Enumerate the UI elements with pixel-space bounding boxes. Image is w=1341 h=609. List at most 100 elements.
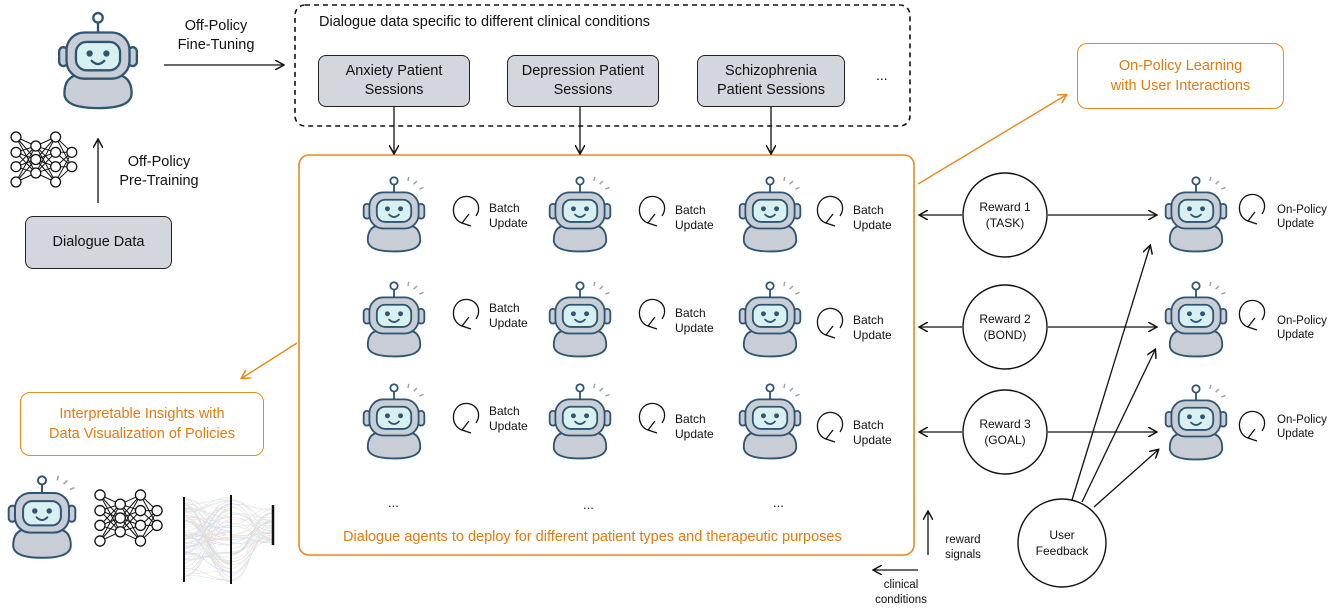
label-line: Update [675,427,714,441]
insight-robot-icon [9,476,76,558]
label-line: Reward 1 [979,199,1031,214]
label-line: Reward 2 [979,311,1031,326]
policy-flow-line [183,553,232,561]
label-line: Batch [675,203,706,217]
label-line: (TASK) [985,216,1025,230]
label-line: clinical [883,579,919,591]
label-line: Update [675,218,714,232]
agent-robot-icon [740,177,801,252]
offpolicy-finetune-label: Off-Policy Fine-Tuning [160,17,272,55]
policy-flow-line [183,506,232,532]
to-onpolicy-arrow [917,95,1066,185]
policy-flow-line [183,535,232,573]
policy-flow-line [230,536,274,552]
label-line: Batch [675,412,706,426]
policy-flow-line [183,508,232,566]
policy-flow-line [183,498,232,563]
policy-flow-line [183,516,232,523]
label-line: Update [489,316,528,330]
batch-loop-icon [816,411,844,443]
policy-flow-line [183,505,232,583]
session-line: Schizophrenia [725,63,817,80]
batch-loop-icon [452,298,480,330]
policy-visualization-graphic [183,495,275,584]
policy-flow-line [183,504,232,550]
policy-flow-line [230,521,274,527]
clinical-data-dashed-box [294,4,911,127]
policy-flow-line [183,568,232,581]
label-line: Update [853,433,892,447]
user-feedback-circle [1017,498,1107,588]
feedback-arrow-3 [1093,450,1158,508]
label-line: Batch [853,203,884,217]
policy-flow-line [183,516,232,569]
policy-flow-line [183,509,232,568]
feedback-arrow-2 [1081,350,1155,503]
label-line: Batch [489,404,520,418]
label-line: Batch [675,306,706,320]
label-line: Feedback [1035,544,1089,558]
session-line: Patient Sessions [716,82,825,98]
label-line: Pre-Training [119,173,199,190]
label-line: Update [1277,218,1315,231]
agent-robot-icon [364,177,425,252]
label-line: (GOAL) [984,433,1026,447]
label-line: Batch [853,313,884,327]
onpolicy-loop-icon [1238,193,1266,225]
onpolicy-robot-icon [1166,385,1227,460]
insights-line: Interpretable Insights with [59,405,225,422]
policy-flow-line [183,541,232,569]
label-line: Update [675,321,714,335]
policy-flow-line [183,501,232,513]
label-line: Update [1277,329,1315,342]
policy-flow-line [230,513,274,527]
label-line: (BOND) [983,328,1027,342]
reward-3-circle [962,389,1048,475]
policy-flow-line [183,524,232,577]
agent-robot-icon [550,177,611,252]
onpolicy-loop-icon [1238,410,1266,442]
policy-flow-line [230,536,274,543]
label-line: Update [489,216,528,230]
policy-flow-line [230,534,274,562]
policy-flow-line [230,512,274,531]
batch-loop-icon [638,298,666,330]
policy-flow-line [230,525,274,580]
session-line: Sessions [553,82,613,98]
policy-flow-line [183,496,232,512]
policy-flow-line [183,555,232,558]
label-line: User [1049,527,1075,542]
label-line: signals [945,548,981,561]
policy-flow-line [230,503,274,510]
policy-flow-line [230,499,274,522]
label-line: Fine-Tuning [177,37,255,54]
label-line: Update [853,218,892,232]
sessions-more-ellipsis: ... [876,67,888,83]
reward-3-label: Reward 3(GOAL) [963,412,1047,452]
reward-2-label: Reward 2 (BOND) [963,307,1047,347]
policy-flow-line [230,509,274,536]
label-line: Batch [489,201,520,215]
agents-container-box [298,154,915,556]
agents-more-ellipsis: ... [773,495,784,510]
label-line: On-Policy [1277,315,1327,327]
batch-loop-icon [452,195,480,227]
label-line: reward [945,534,981,546]
label-line: Batch [489,301,520,315]
session-line: Sessions [364,82,424,98]
batch-loop-icon [452,402,480,434]
batch-loop-icon [638,195,666,227]
policy-flow-line [183,515,232,532]
session-line: Depression Patient [521,63,645,80]
